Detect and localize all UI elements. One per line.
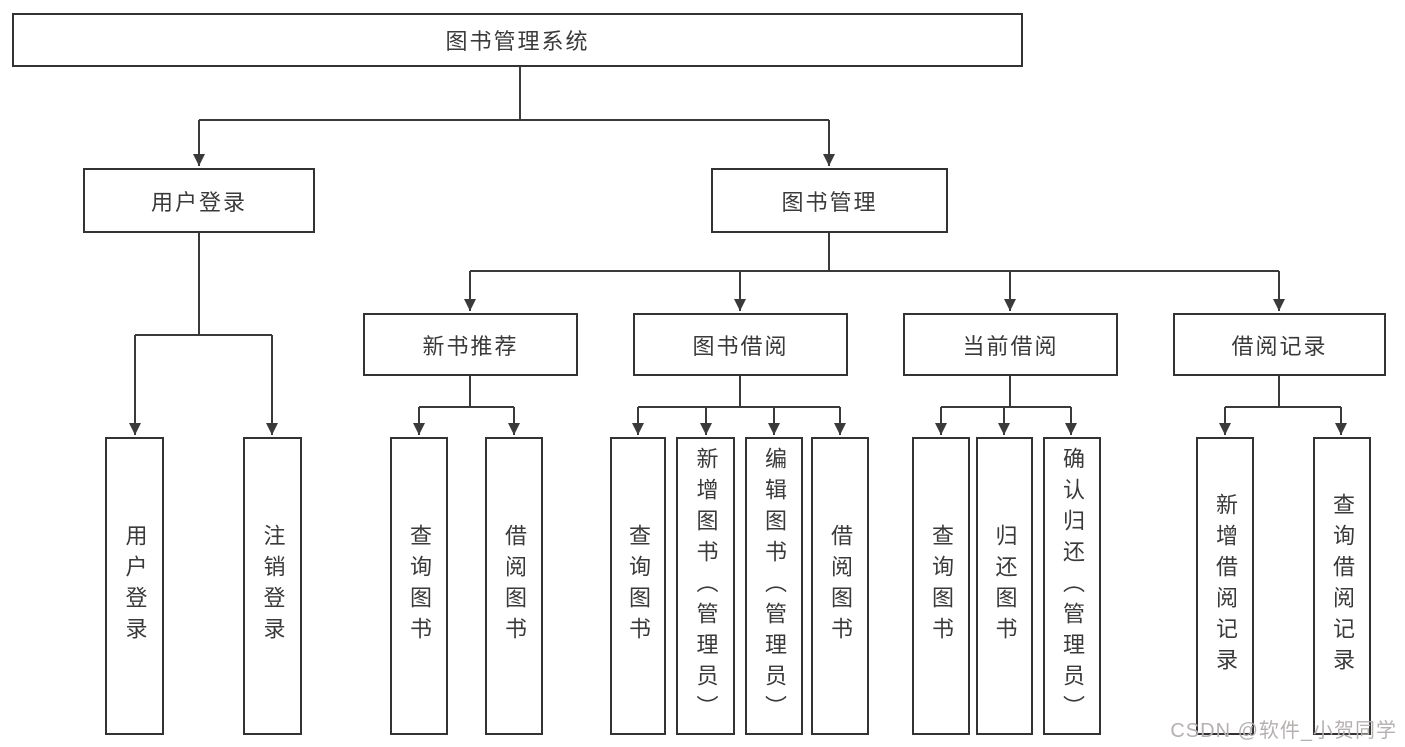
node-user-login: 用户登录 <box>83 168 315 233</box>
node-label: 查询图书 <box>407 524 432 648</box>
connector-current-borrow-children <box>935 376 1077 435</box>
leaf-confirm-return-admin: 确认归还（管理员） <box>1043 437 1101 735</box>
node-label: 新书推荐 <box>422 333 519 359</box>
connector-root-to-level2 <box>193 67 835 166</box>
connector-borrow-record-children <box>1219 376 1347 435</box>
node-book-management: 图书管理 <box>711 168 948 233</box>
node-current-borrow: 当前借阅 <box>903 313 1118 376</box>
node-root-library-system: 图书管理系统 <box>12 13 1023 67</box>
node-new-book-recommend: 新书推荐 <box>363 313 578 376</box>
leaf-query-book-3: 查询图书 <box>912 437 970 735</box>
leaf-add-book-admin: 新增图书（管理员） <box>676 437 735 735</box>
node-label: 当前借阅 <box>962 333 1059 359</box>
leaf-borrow-book-2: 借阅图书 <box>811 437 869 735</box>
node-label: 编辑图书（管理员） <box>762 446 787 726</box>
leaf-logout: 注销登录 <box>243 437 302 735</box>
node-label: 查询图书 <box>929 524 954 648</box>
node-book-borrow: 图书借阅 <box>633 313 848 376</box>
node-label: 图书管理 <box>781 189 878 215</box>
csdn-watermark: CSDN @软件_小贺同学 <box>1170 720 1397 742</box>
node-label: 注销登录 <box>260 524 286 648</box>
leaf-return-book: 归还图书 <box>976 437 1033 735</box>
leaf-borrow-book-1: 借阅图书 <box>485 437 543 735</box>
node-label: 确认归还（管理员） <box>1060 446 1085 726</box>
leaf-query-borrow-record: 查询借阅记录 <box>1313 437 1371 735</box>
leaf-add-borrow-record: 新增借阅记录 <box>1196 437 1254 735</box>
node-label: 借阅图书 <box>828 524 853 648</box>
connector-user-login-children <box>129 233 278 435</box>
node-label: 新增图书（管理员） <box>693 446 719 726</box>
node-label: 借阅记录 <box>1231 333 1328 359</box>
connector-book-management-children <box>464 233 1285 311</box>
leaf-query-book-2: 查询图书 <box>610 437 666 735</box>
node-label: 用户登录 <box>150 189 247 215</box>
node-label: 查询借阅记录 <box>1330 493 1355 679</box>
leaf-user-login: 用户登录 <box>105 437 164 735</box>
node-label: 借阅图书 <box>502 524 527 648</box>
node-label: 图书借阅 <box>692 333 789 359</box>
leaf-edit-book-admin: 编辑图书（管理员） <box>745 437 803 735</box>
node-label: 图书管理系统 <box>445 29 590 54</box>
leaf-query-book-1: 查询图书 <box>390 437 448 735</box>
connector-book-borrow-children <box>632 376 846 435</box>
node-borrow-record: 借阅记录 <box>1173 313 1386 376</box>
node-label: 用户登录 <box>122 524 148 648</box>
node-label: 查询图书 <box>626 524 651 648</box>
connector-new-book-children <box>413 376 520 435</box>
node-label: 归还图书 <box>992 524 1018 648</box>
node-label: 新增借阅记录 <box>1213 493 1238 679</box>
